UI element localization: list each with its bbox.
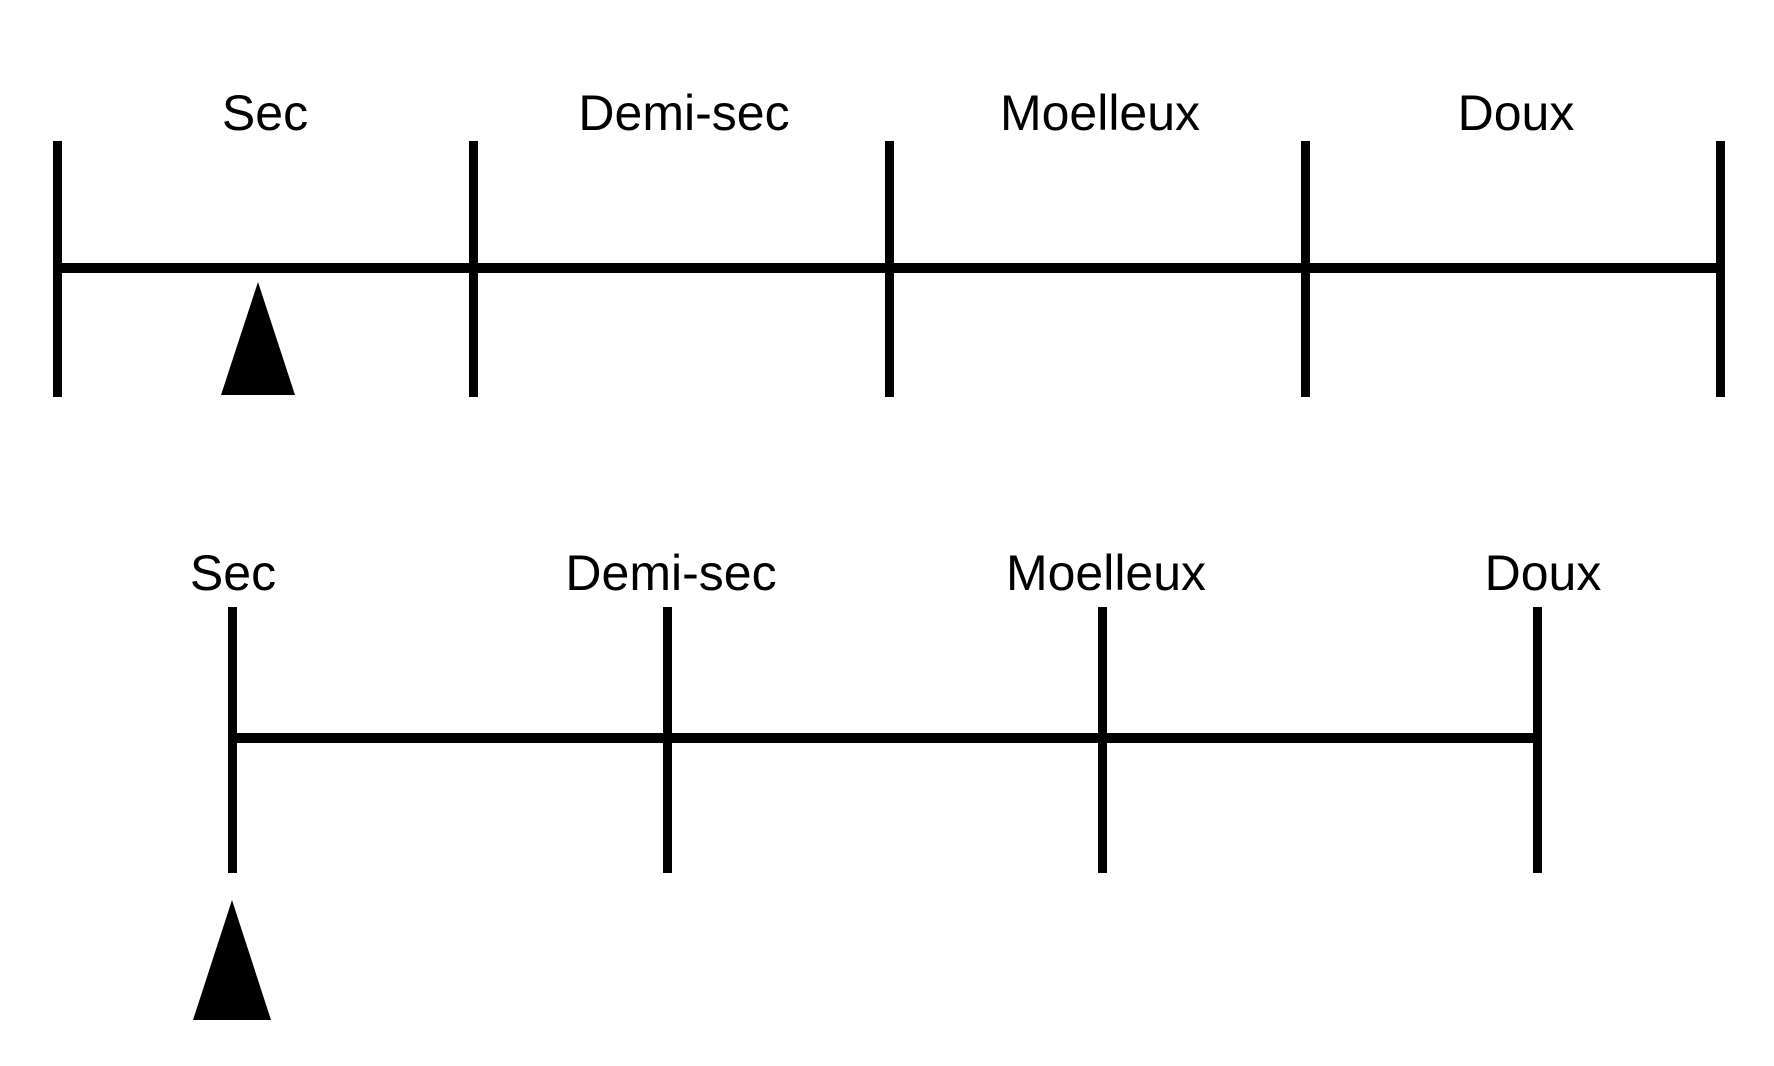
scale-bottom-tick-4 bbox=[1533, 607, 1542, 873]
scale-top-tick-5 bbox=[1716, 141, 1725, 397]
scale-top-label-demi-sec: Demi-sec bbox=[578, 85, 790, 141]
scale-bottom-tick-2 bbox=[663, 607, 672, 873]
scale-top-tick-1 bbox=[53, 141, 62, 397]
scale-bottom-tick-1 bbox=[228, 607, 237, 873]
scale-top-label-doux: Doux bbox=[1457, 85, 1575, 141]
scale-bottom-tick-3 bbox=[1098, 607, 1107, 873]
scale-bottom-label-moelleux: Moelleux bbox=[1005, 545, 1207, 601]
scale-top-tick-4 bbox=[1301, 141, 1310, 397]
scale-top-label-moelleux: Moelleux bbox=[999, 85, 1201, 141]
scale-top-tick-3 bbox=[885, 141, 894, 397]
triangle-marker-icon bbox=[221, 282, 295, 395]
scale-top-label-sec: Sec bbox=[221, 85, 309, 141]
scale-bottom-axis-line bbox=[228, 733, 1541, 743]
triangle-marker-icon bbox=[193, 900, 271, 1020]
scale-bottom-label-demi-sec: Demi-sec bbox=[565, 545, 777, 601]
scale-bottom-label-sec: Sec bbox=[189, 545, 277, 601]
scale-bottom-label-doux: Doux bbox=[1484, 545, 1602, 601]
scale-top-tick-2 bbox=[469, 141, 478, 397]
